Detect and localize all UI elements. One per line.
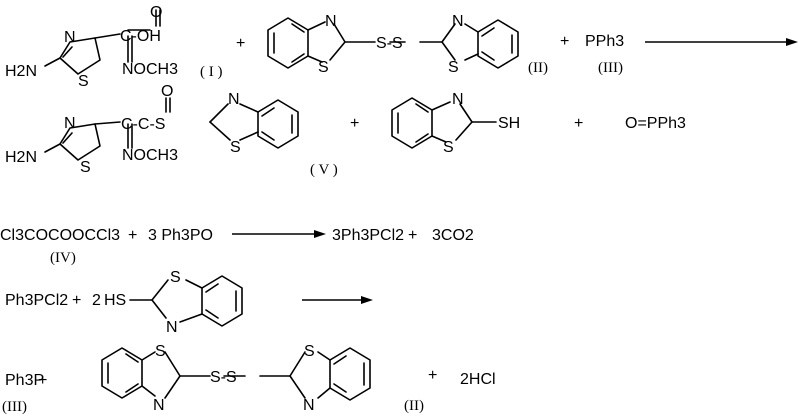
- row3-plus-2: +: [408, 227, 417, 244]
- reactant-ii-structure: [267, 17, 519, 69]
- row3-reactant: Cl3COCOOCCl3: [0, 227, 120, 244]
- reactant-i-s: S: [78, 73, 89, 90]
- row5-n-left: N: [153, 397, 165, 414]
- row5-label-ii: (II): [404, 398, 424, 414]
- reactant-ii-n-right: N: [452, 13, 464, 30]
- reaction-arrow-3: [232, 230, 326, 238]
- product-v-o: O: [161, 83, 173, 100]
- reactant-ii-s-right: S: [448, 59, 459, 76]
- row4-hs: HS: [104, 292, 126, 309]
- plus-2: +: [560, 33, 569, 50]
- reactant-i-nh2: H2N: [5, 63, 37, 80]
- product-v-label: ( V ): [310, 162, 338, 178]
- mercaptobenzothiazole-structure: [391, 97, 497, 149]
- plus-1: +: [236, 35, 245, 52]
- row5-ss: S-S: [210, 369, 237, 386]
- product-v-structure: [44, 97, 299, 161]
- mbt-sh: SH: [498, 115, 520, 132]
- row3-plus-1: +: [128, 227, 137, 244]
- product-v-n-btz: N: [228, 91, 240, 108]
- row5-s-left: S: [155, 343, 166, 360]
- row2-plus-2: +: [574, 115, 583, 132]
- product-v-s: S: [80, 159, 91, 176]
- reaction-arrow-1: [645, 38, 798, 46]
- reactant-ii-s-left: S: [318, 59, 329, 76]
- row4-s: S: [170, 269, 181, 286]
- row5-n-right: N: [303, 397, 315, 414]
- triphenylphosphine-oxide: O=PPh3: [625, 115, 686, 132]
- row3-product-2: 3CO2: [432, 227, 474, 244]
- reactant-i-coh: C-OH: [120, 28, 161, 45]
- product-v-s-btz: S: [230, 139, 241, 156]
- row4-reactant: Ph3PCl2: [5, 292, 68, 309]
- row3-label-iv: (IV): [50, 250, 76, 266]
- reactant-ii-n-left: N: [325, 13, 337, 30]
- reactant-i-label: ( I ): [200, 64, 223, 80]
- row3-reagent: 3 Ph3PO: [148, 227, 213, 244]
- product-v-ccs: C-C-S: [121, 116, 165, 133]
- product-v-n: N: [64, 115, 76, 132]
- row5-plus-1: +: [38, 372, 47, 389]
- row5-reactant: Ph3P: [5, 372, 44, 389]
- reactant-iii-label: (III): [598, 60, 623, 76]
- product-v-noch3: NOCH3: [122, 147, 178, 164]
- reactant-iii-name: PPh3: [585, 33, 624, 50]
- reactant-i-structure: [44, 9, 161, 75]
- product-v-nh2: H2N: [5, 149, 37, 166]
- row5-s-right: S: [304, 343, 315, 360]
- reactant-i-noch3: NOCH3: [122, 61, 178, 78]
- row5-hcl: 2HCl: [460, 371, 496, 388]
- row2-plus-1: +: [350, 115, 359, 132]
- row3-product-1: 3Ph3PCl2: [332, 227, 404, 244]
- row4-mbt-structure: [129, 275, 243, 327]
- row4-n: N: [166, 319, 178, 336]
- row5-label-iii: (III): [2, 399, 27, 415]
- row5-plus-2: +: [428, 367, 437, 384]
- row4-plus: +: [72, 292, 81, 309]
- mbt-n: N: [452, 91, 464, 108]
- reactant-ii-ss: S-S: [376, 35, 403, 52]
- reaction-arrow-4: [302, 296, 373, 304]
- mbt-s: S: [443, 139, 454, 156]
- reactant-i-o: O: [150, 4, 162, 21]
- row4-coef: 2: [92, 292, 101, 309]
- reactant-i-n: N: [64, 29, 76, 46]
- reactant-ii-label: (II): [528, 60, 548, 76]
- row5-disulfide-structure: [101, 347, 371, 401]
